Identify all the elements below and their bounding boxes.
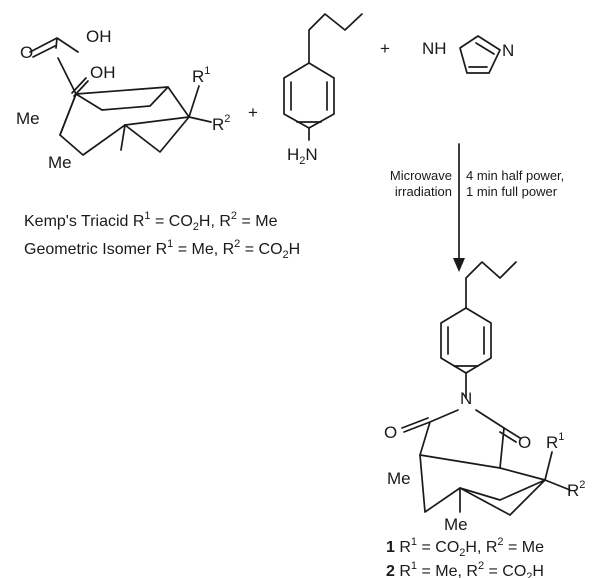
imidazole-nh-label: NH: [422, 39, 447, 58]
methyl-label-left: Me: [16, 109, 40, 128]
product-r2-label: R2: [567, 479, 585, 500]
conditions-right-line1: 4 min half power,: [466, 168, 564, 183]
product-r-bonds: [544, 451, 571, 491]
r2-label: R2: [212, 113, 230, 134]
product-structure: N O O Me Me R1 R2: [384, 261, 585, 534]
conditions-left-line1: Microwave: [390, 168, 452, 183]
product-ring-lower: [459, 479, 546, 516]
imidazole-structure: NH N: [422, 35, 514, 74]
product-cyclohexane: [419, 454, 546, 513]
product-methyl-bottom: Me: [444, 515, 468, 534]
butyl-chain: [308, 13, 363, 64]
acid-top-bonds: [29, 37, 79, 53]
ring-lower-bonds: [120, 116, 190, 153]
imide-bonds: [419, 409, 505, 469]
product-r1-label: R1: [546, 431, 564, 452]
imidazole-ring: [459, 35, 501, 74]
benzene-inner-bonds: [290, 81, 328, 123]
imidazole-n-label: N: [502, 41, 514, 60]
reaction-arrow: [453, 143, 465, 272]
acid-drop-bond: [57, 57, 77, 95]
product-butyl-chain: [465, 261, 517, 309]
product-oxygen-right: O: [518, 433, 531, 452]
kemps-triacid-caption: Kemp's Triacid R1 = CO2H, R2 = Me: [24, 210, 278, 233]
imidazole-double-bonds: [468, 42, 495, 68]
conditions-left-line2: irradiation: [395, 184, 452, 199]
r1-label: R1: [192, 65, 210, 86]
butylaniline-structure: H2N: [283, 13, 363, 167]
cyclohexane-ring: [59, 86, 190, 156]
product-benzene-inner: [447, 326, 485, 367]
hydroxyl-label-second: OH: [90, 63, 116, 82]
plus-sign-2: +: [380, 39, 390, 58]
geometric-isomer-caption: Geometric Isomer R1 = Me, R2 = CO2H: [24, 238, 300, 261]
product-oxygen-left: O: [384, 423, 397, 442]
product-2-label: 2 R1 = Me, R2 = CO2H: [386, 560, 544, 578]
acid-top-double-bond: [32, 45, 56, 58]
kemps-triacid-structure: O OH OH Me Me R1 R2: [16, 27, 230, 172]
ring-back-bonds: [75, 86, 169, 111]
oxygen-label: O: [20, 43, 33, 62]
plus-sign-1: +: [248, 103, 258, 122]
methyl-left-bond: [59, 93, 77, 136]
r-substituent-bonds: [188, 85, 212, 123]
conditions-right-line2: 1 min full power: [466, 184, 558, 199]
product-nitrogen-label: N: [460, 389, 472, 408]
product-methyl-left: Me: [387, 469, 411, 488]
carbonyl-left: [401, 417, 431, 433]
product-1-label: 1 R1 = CO2H, R2 = Me: [386, 536, 544, 559]
methyl-label-bottom: Me: [48, 153, 72, 172]
carbonyl-right: [499, 427, 521, 443]
hydroxyl-label-top: OH: [86, 27, 112, 46]
amine-label: H2N: [287, 145, 318, 167]
